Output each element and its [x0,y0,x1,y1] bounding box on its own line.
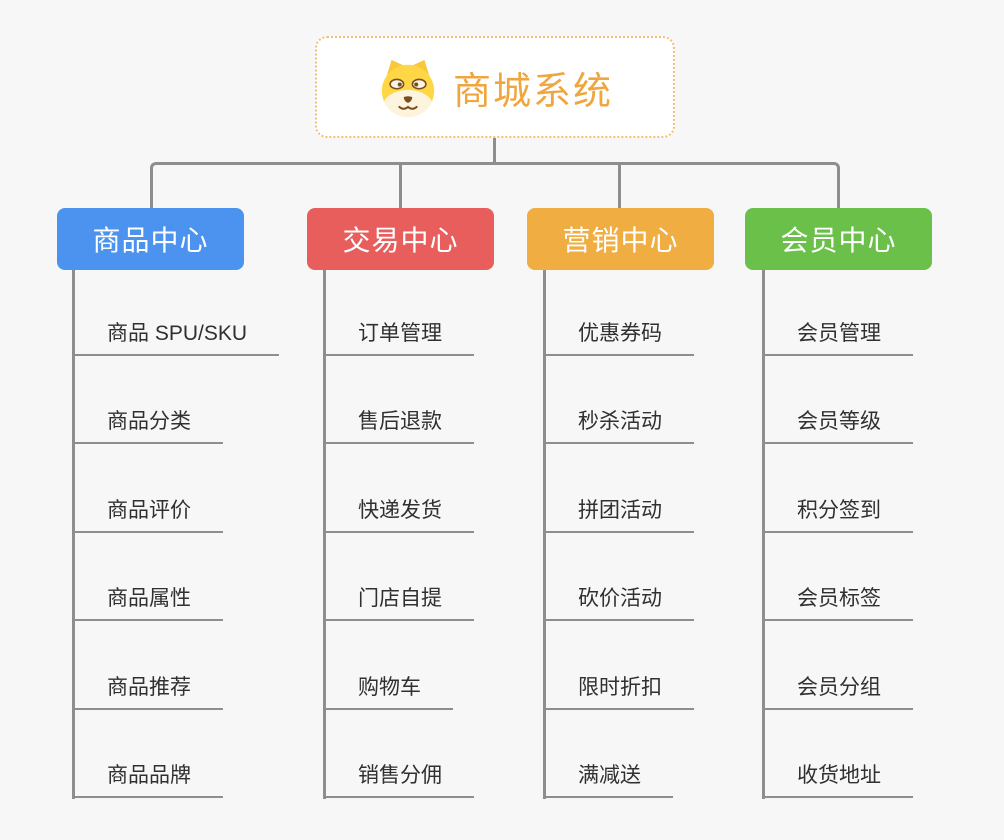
branch-item-node[interactable]: 会员标签 [762,582,913,621]
branch-item-row: 商品 SPU/SKU [72,267,280,356]
connector-line [493,138,496,165]
branch-item-node[interactable]: 商品推荐 [72,671,223,710]
branch-item-row: 商品推荐 [72,621,279,710]
branch-item-row: 商品评价 [72,444,279,533]
branch-list-marketing: 优惠券码秒杀活动拼团活动砍价活动限时折扣满减送 [543,267,694,798]
branch-item-node[interactable]: 商品属性 [72,582,223,621]
branch-item-node[interactable]: 门店自提 [323,582,474,621]
branch-item-row: 商品分类 [72,356,279,444]
branch-item-node[interactable]: 秒杀活动 [543,405,694,444]
branch-item-row: 售后退款 [323,356,474,444]
branch-item-node[interactable]: 满减送 [543,759,673,798]
branch-item-row: 拼团活动 [543,444,694,533]
branch-item-node[interactable]: 销售分佣 [323,759,474,798]
branch-item-row: 满减送 [543,710,694,798]
root-title: 商城系统 [452,70,613,113]
branch-item-node[interactable]: 购物车 [323,671,453,710]
dog-face-icon [377,56,439,118]
branch-item-node[interactable]: 商品品牌 [72,759,223,798]
branch-spine-line [762,270,765,799]
branch-item-row: 商品属性 [72,533,279,621]
center-node-trade[interactable]: 交易中心 [307,208,494,270]
center-node-product[interactable]: 商品中心 [57,208,244,270]
connector-line [399,165,402,208]
branch-item-row: 销售分佣 [323,710,474,798]
branch-item-node[interactable]: 会员等级 [762,405,913,444]
branch-item-node[interactable]: 快递发货 [323,494,474,533]
branch-item-row: 会员分组 [762,621,913,710]
branch-item-row: 购物车 [323,621,474,710]
branch-spine-line [543,270,546,799]
branch-item-node[interactable]: 会员分组 [762,671,913,710]
connector-line [495,162,840,208]
branch-item-node[interactable]: 订单管理 [323,317,474,356]
branch-item-node[interactable]: 优惠券码 [543,317,694,356]
branch-item-row: 快递发货 [323,444,474,533]
branch-item-row: 会员标签 [762,533,913,621]
branch-item-row: 砍价活动 [543,533,694,621]
branch-item-row: 优惠券码 [543,267,694,356]
branch-item-row: 商品品牌 [72,710,279,798]
branch-item-node[interactable]: 售后退款 [323,405,474,444]
root-node[interactable]: 商城系统 [315,36,675,138]
center-node-marketing[interactable]: 营销中心 [527,208,714,270]
branch-item-node[interactable]: 商品 SPU/SKU [72,317,280,356]
branch-item-row: 门店自提 [323,533,474,621]
connector-line [618,165,621,208]
branch-list-member: 会员管理会员等级积分签到会员标签会员分组收货地址 [762,267,913,798]
branch-item-node[interactable]: 限时折扣 [543,671,694,710]
branch-item-row: 收货地址 [762,710,913,798]
branch-item-row: 会员管理 [762,267,913,356]
branch-item-row: 订单管理 [323,267,474,356]
branch-item-row: 积分签到 [762,444,913,533]
branch-item-node[interactable]: 积分签到 [762,494,913,533]
branch-item-node[interactable]: 会员管理 [762,317,913,356]
branch-item-node[interactable]: 商品分类 [72,405,223,444]
branch-item-row: 会员等级 [762,356,913,444]
branch-item-node[interactable]: 拼团活动 [543,494,694,533]
center-node-member[interactable]: 会员中心 [745,208,932,270]
branch-list-product: 商品 SPU/SKU 商品分类商品评价商品属性商品推荐商品品牌 [72,267,280,798]
branch-item-node[interactable]: 收货地址 [762,759,913,798]
branch-item-row: 秒杀活动 [543,356,694,444]
branch-spine-line [323,270,326,799]
branch-spine-line [72,270,75,799]
branch-list-trade: 订单管理售后退款快递发货门店自提购物车销售分佣 [323,267,474,798]
branch-item-node[interactable]: 砍价活动 [543,582,694,621]
branch-item-row: 限时折扣 [543,621,694,710]
branch-item-node[interactable]: 商品评价 [72,494,223,533]
connector-line [150,162,495,208]
